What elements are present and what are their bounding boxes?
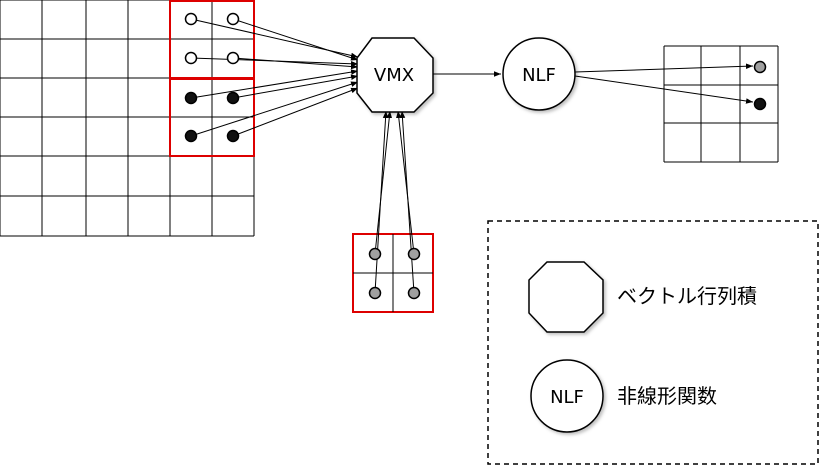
kernel-to-vmx-arrows (374, 110, 415, 294)
filled-dot (184, 91, 198, 105)
hollow-dot (184, 51, 198, 65)
input-dots (184, 12, 240, 143)
nlf-legend-icon (530, 359, 604, 433)
nlf-label: NLF (522, 65, 556, 86)
vmx-label: VMX (374, 65, 414, 86)
gray-dot (368, 286, 382, 300)
weight-kernel (352, 233, 434, 313)
output-gray-dot (753, 60, 767, 74)
filled-dot (226, 129, 240, 143)
nlf-node: NLF (502, 37, 576, 111)
gray-dot (368, 247, 382, 261)
octagon-legend-icon (528, 261, 604, 333)
output-feature-map (663, 45, 779, 163)
legend-nonlinear-label: 非線形関数 (617, 384, 717, 408)
output-filled-dot (753, 97, 767, 111)
hollow-dot (226, 51, 240, 65)
legend: ベクトル行列積 NLF 非線形関数 (487, 220, 819, 465)
hollow-dot (226, 12, 240, 26)
legend-nlf-symbol-label: NLF (550, 387, 584, 408)
kernel-dots (368, 247, 421, 300)
legend-vector-product-label: ベクトル行列積 (617, 284, 757, 308)
vmx-node: VMX (356, 37, 434, 113)
input-patch-lower (169, 77, 255, 157)
hollow-dot (184, 12, 198, 26)
input-to-vmx-arrows (190, 18, 359, 137)
gray-dot (407, 247, 421, 261)
gray-dot (407, 286, 421, 300)
input-feature-map (0, 0, 255, 237)
filled-dot (184, 129, 198, 143)
filled-dot (226, 91, 240, 105)
